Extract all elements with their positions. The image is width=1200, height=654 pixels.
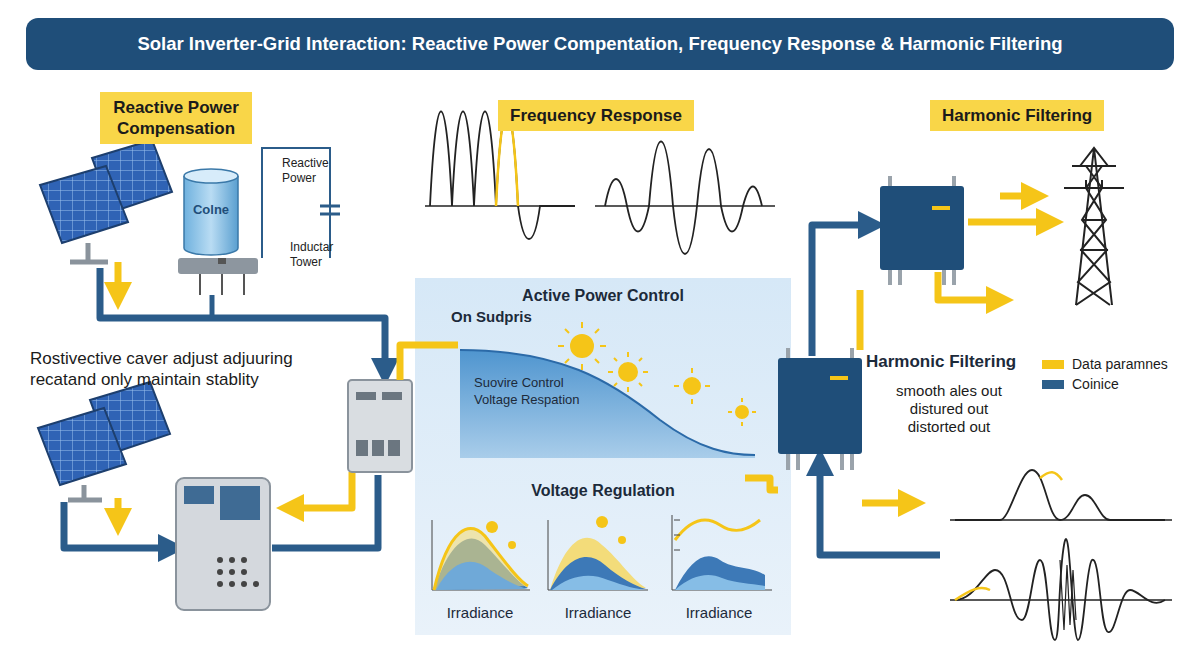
legend-swatch: [1042, 360, 1064, 369]
node-text: Reactive Power Compensation: [112, 97, 240, 139]
note-text: Rostivective caver adjust adjuuring reca…: [30, 348, 342, 390]
node-text: Irradiance: [664, 604, 774, 621]
section-label: Harmonic Filtering: [866, 352, 1038, 372]
node-text: Harmonic Filtering: [942, 105, 1092, 126]
node-text: Suovire Control: [474, 375, 584, 390]
legend-text: Coinice: [1072, 376, 1119, 392]
control-panel: Active Power Control On SudprisVoltage Re…: [415, 278, 791, 635]
node-text: Active Power Control: [415, 287, 791, 305]
legend-text: Data paramnes: [1072, 356, 1168, 372]
legend-row: Coinice: [1042, 376, 1119, 392]
note-text: smooth ales out distured out distorted o…: [880, 382, 1018, 436]
title-banner: Solar Inverter-Grid Interaction: Reactiv…: [26, 18, 1174, 70]
legend-row: Data paramnes: [1042, 356, 1168, 372]
node-text: Irradiance: [543, 604, 653, 621]
node-text: Irradiance: [425, 604, 535, 621]
title-text: Solar Inverter-Grid Interaction: Reactiv…: [137, 33, 1062, 55]
part-label: Inductar Tower: [290, 240, 354, 270]
part-label: Reactive Power: [282, 156, 352, 186]
section-label: Harmonic Filtering: [930, 100, 1104, 131]
node-text: Frequency Response: [510, 105, 682, 126]
node-text: Voltage Respation: [474, 392, 584, 407]
legend-swatch: [1042, 380, 1064, 389]
irradiance-chart: Irradiance: [543, 512, 653, 627]
section-label: Reactive Power Compensation: [100, 92, 252, 144]
irradiance-chart: Irradiance: [664, 512, 774, 627]
curve-chart: Suovire ControlVoltage Respation: [460, 340, 756, 458]
node-text: Colne: [183, 202, 239, 217]
node-text: Voltage Regulation: [415, 482, 791, 500]
section-label: Frequency Response: [498, 100, 694, 131]
capacitor-cylinder: Colne: [183, 168, 239, 256]
irradiance-chart: Irradiance: [425, 512, 535, 627]
node-text: On Sudpris: [451, 308, 561, 325]
